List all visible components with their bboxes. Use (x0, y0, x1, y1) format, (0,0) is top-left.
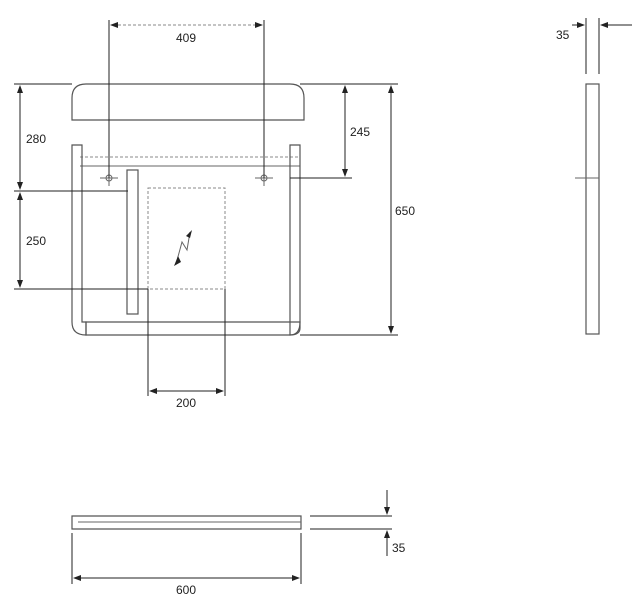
label-bracket-offset: 245 (350, 125, 370, 139)
dim-total-height: 650 (300, 83, 415, 336)
label-bottom-depth: 35 (392, 541, 406, 555)
label-box-height: 250 (26, 234, 46, 248)
label-side-depth: 35 (556, 28, 570, 42)
electrical-box (147, 187, 226, 290)
front-view (71, 83, 305, 336)
dim-mount-spacing: 409 (108, 20, 265, 178)
top-view: 35 600 (71, 490, 406, 597)
dim-box-width: 200 (147, 289, 226, 410)
side-profile (585, 83, 600, 335)
dim-box-height: 250 (14, 192, 148, 290)
dim-top-to-mount: 280 (14, 83, 128, 192)
bottom-shelf (85, 321, 301, 336)
side-view: 35 (556, 18, 632, 335)
right-side-rail (289, 144, 301, 336)
label-top-to-mount: 280 (26, 132, 46, 146)
left-side-rail (71, 144, 87, 336)
label-total-width: 600 (176, 583, 196, 597)
label-box-width: 200 (176, 396, 196, 410)
vertical-post (126, 169, 139, 315)
lightning-bolt-icon (174, 230, 192, 266)
label-mount-spacing: 409 (176, 31, 196, 45)
dim-bracket-offset: 245 (290, 83, 370, 179)
top-profile (71, 515, 302, 530)
mirror-top-cap (71, 83, 305, 121)
label-total-height: 650 (395, 204, 415, 218)
